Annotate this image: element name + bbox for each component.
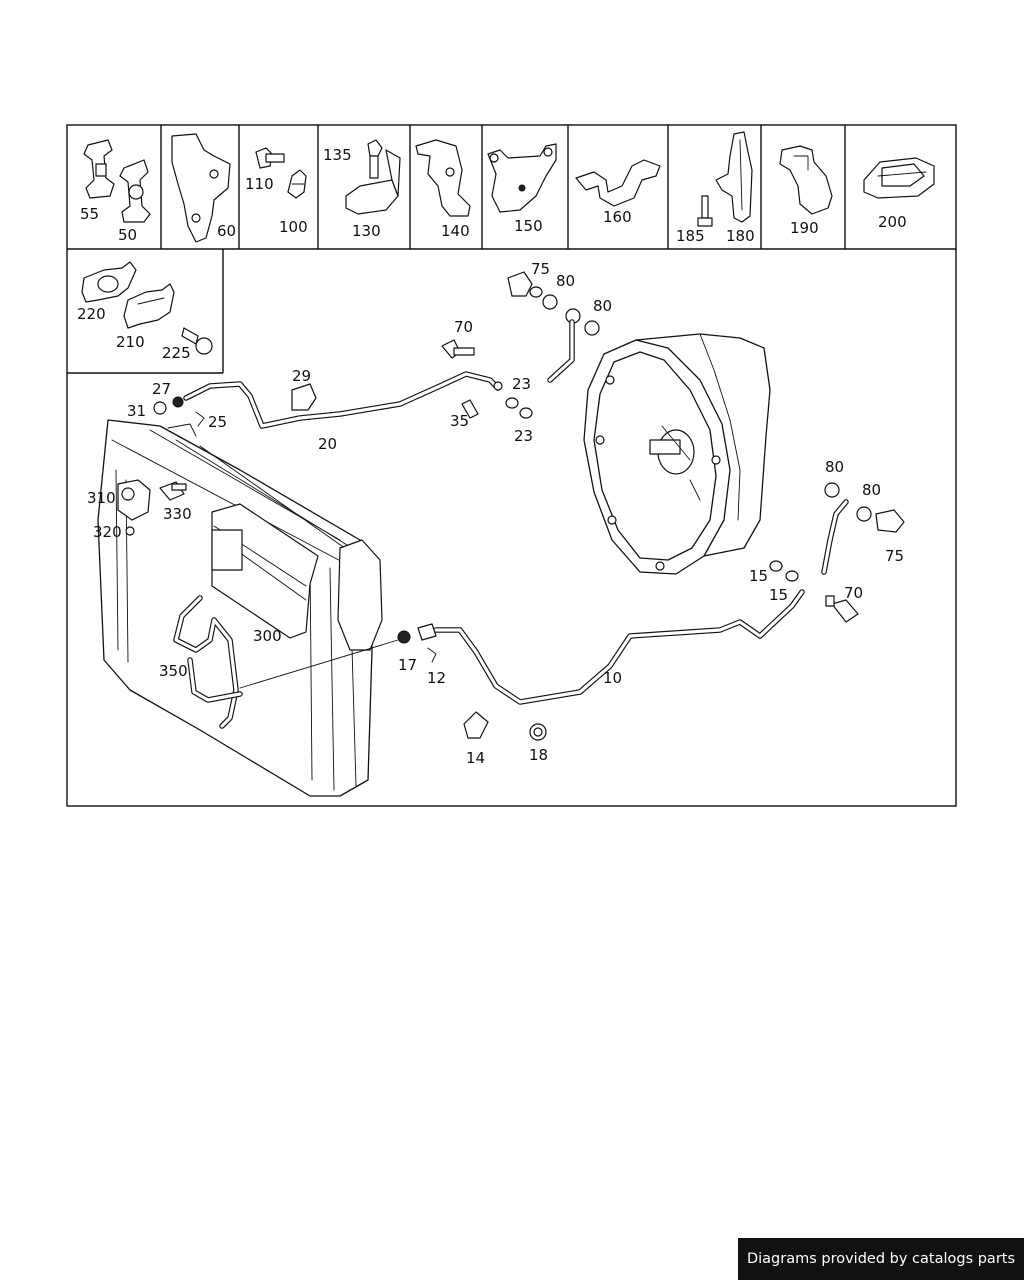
bracket-140-drawing [415,139,471,217]
callout-75-top: 75 [531,260,550,278]
callout-18: 18 [529,746,548,764]
callout-225: 225 [162,344,191,362]
bracket-190-drawing [779,145,833,215]
callout-15-b: 15 [769,586,788,604]
callout-350: 350 [159,662,188,680]
callout-15-a: 15 [749,567,768,585]
oil-cooler-300-drawing [211,503,319,639]
callout-80-top-a: 80 [556,272,575,290]
callout-75-right: 75 [885,547,904,565]
radiator-drawing [97,419,383,797]
callout-310: 310 [87,489,116,507]
bolt-110-drawing [255,147,285,169]
callout-60: 60 [217,222,236,240]
callout-70-right: 70 [844,584,863,602]
callout-300: 300 [253,627,282,645]
pipe-350-drawing [173,595,399,729]
callout-330: 330 [163,505,192,523]
callout-labels: 55 50 60 110 100 135 130 140 150 160 185… [77,146,907,767]
callout-55: 55 [80,205,99,223]
callout-31: 31 [127,402,146,420]
callout-100: 100 [279,218,308,236]
banjo-75-80-top-drawing [507,271,600,383]
banjo-75-80-right-drawing [769,482,905,623]
callout-25: 25 [208,413,227,431]
callout-200: 200 [878,213,907,231]
transmission-drawing [583,333,771,575]
thermostat-310-drawing [117,479,151,536]
callout-14: 14 [466,749,485,767]
callout-210: 210 [116,333,145,351]
callout-80-right-a: 80 [825,458,844,476]
callout-17: 17 [398,656,417,674]
callout-35: 35 [450,412,469,430]
clip-100-drawing [287,169,307,199]
mount-200-drawing [863,157,935,199]
diagram-frame [66,124,957,807]
callout-12: 12 [427,669,446,687]
bolt-185-drawing [697,195,713,227]
bracket-180-drawing [715,131,753,223]
bracket-150-drawing [487,143,557,213]
bracket-130-drawing [345,139,401,215]
clip-210-drawing [123,283,175,329]
callout-80-right-b: 80 [862,481,881,499]
callout-135: 135 [323,146,352,164]
bracket-160-drawing [575,159,661,207]
callout-160: 160 [603,208,632,226]
callout-320: 320 [93,523,122,541]
callout-130: 130 [352,222,381,240]
callout-220: 220 [77,305,106,323]
callout-150: 150 [514,217,543,235]
bolt-225-drawing [181,327,213,355]
callout-23-a: 23 [512,375,531,393]
pipe-10-drawing [397,589,805,741]
callout-80-top-b: 80 [593,297,612,315]
bracket-60-drawing [171,133,231,243]
callout-190: 190 [790,219,819,237]
pipe-20-drawing [153,339,533,429]
footer-credit-badge: Diagrams provided by catalogs parts [738,1238,1024,1280]
callout-185: 185 [676,227,705,245]
callout-20: 20 [318,435,337,453]
callout-23-b: 23 [514,427,533,445]
bolt-330-drawing [159,481,187,501]
clip-220-drawing [81,261,137,303]
callout-140: 140 [441,222,470,240]
clip-50-drawing [119,159,151,223]
callout-50: 50 [118,226,137,244]
callout-180: 180 [726,227,755,245]
clip-55-drawing [83,139,115,199]
callout-29: 29 [292,367,311,385]
callout-70-top: 70 [454,318,473,336]
callout-27: 27 [152,380,171,398]
callout-10: 10 [603,669,622,687]
callout-110: 110 [245,175,274,193]
